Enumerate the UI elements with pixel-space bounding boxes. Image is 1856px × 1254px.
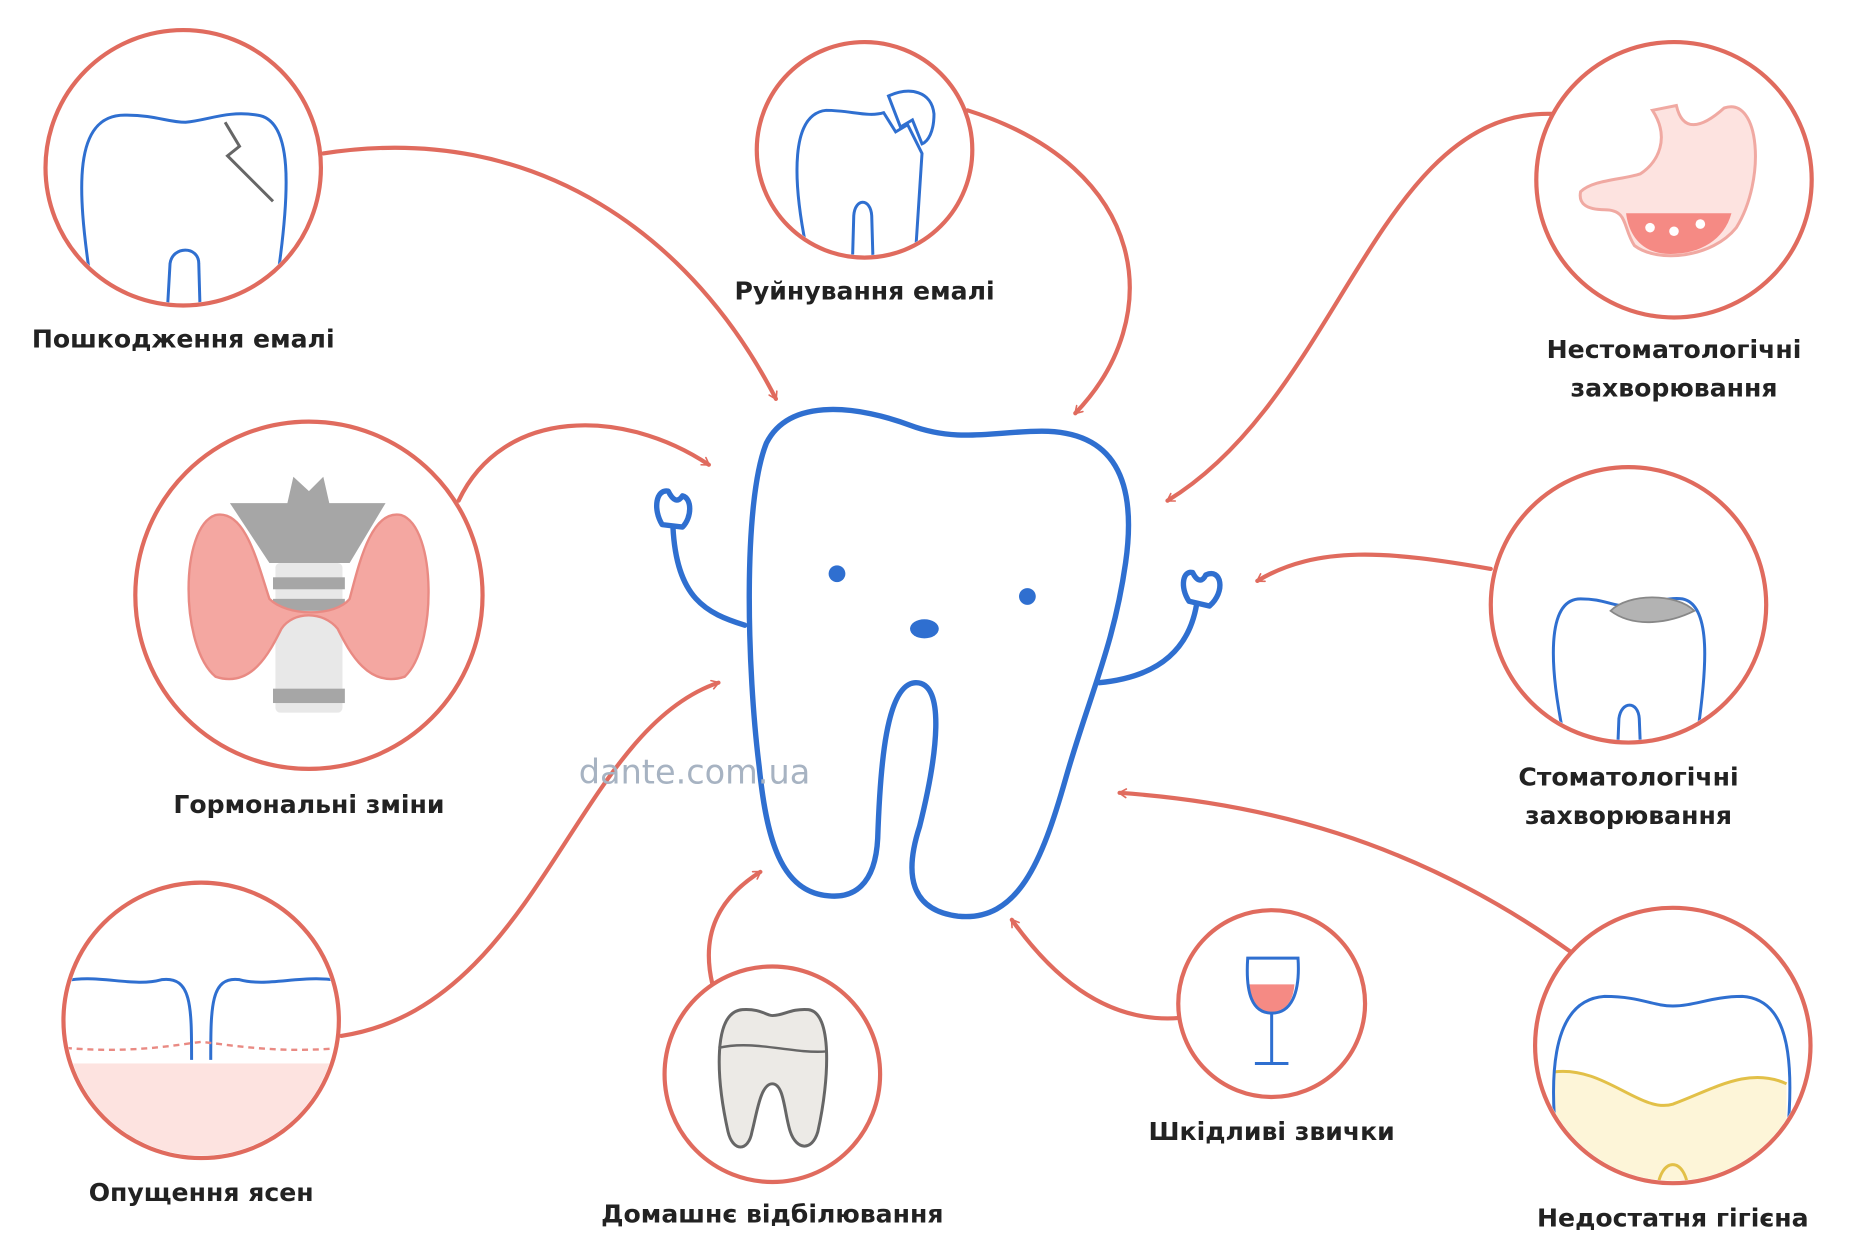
cause-hormonal-changes[interactable]: Гормональні зміни — [133, 419, 485, 820]
arrow-whitening — [706, 869, 763, 987]
label-enamel-damage: Пошкодження емалі — [32, 324, 335, 353]
arrow-enamel-damage — [321, 145, 779, 401]
label-dental-1: Стоматологічні — [1518, 763, 1738, 792]
thyroid-icon — [187, 476, 430, 713]
arrow-non-dental — [1165, 111, 1556, 503]
whitened-tooth-icon — [717, 1007, 829, 1149]
cause-poor-hygiene[interactable]: Недостатня гігієна — [1532, 905, 1813, 1233]
label-whitening: Домашнє відбілювання — [601, 1200, 943, 1229]
arrows — [321, 108, 1574, 1039]
label-gums: Опущення ясен — [89, 1178, 314, 1207]
tooth-eye-left — [828, 565, 846, 583]
label-non-dental-2: захворювання — [1570, 373, 1777, 402]
broken-tooth-icon — [795, 89, 936, 256]
label-non-dental-1: Нестоматологічні — [1547, 335, 1802, 364]
cause-enamel-damage[interactable]: Пошкодження емалі — [32, 27, 335, 353]
arrow-dental — [1255, 552, 1493, 583]
arrow-enamel-destruction — [965, 108, 1132, 416]
cause-dental-diseases[interactable]: Стоматологічні захворювання — [1488, 465, 1769, 830]
tooth-mouth — [910, 619, 939, 639]
arrow-gums — [339, 679, 721, 1039]
label-dental-2: захворювання — [1525, 801, 1732, 830]
plaque-tooth-icon — [1552, 994, 1792, 1181]
cause-home-whitening[interactable]: Домашнє відбілювання — [601, 964, 943, 1229]
wine-glass-icon — [1245, 956, 1300, 1065]
label-habits: Шкідливі звички — [1149, 1117, 1395, 1146]
label-hygiene: Недостатня гігієна — [1537, 1203, 1809, 1232]
filled-tooth-icon — [1551, 596, 1707, 741]
cause-gum-recession[interactable]: Опущення ясен — [60, 880, 347, 1208]
watermark: dante.com.ua — [579, 752, 810, 791]
cracked-tooth-icon — [80, 112, 288, 304]
stomach-icon — [1578, 103, 1757, 258]
label-enamel-destruction: Руйнування емалі — [734, 277, 994, 306]
arrow-habits — [1009, 917, 1182, 1021]
cause-bad-habits[interactable]: Шкідливі звички — [1149, 908, 1395, 1146]
cause-enamel-destruction[interactable]: Руйнування емалі — [734, 39, 995, 306]
tooth-eye-right — [1019, 588, 1036, 605]
central-tooth-character — [654, 406, 1223, 920]
cause-non-dental-diseases[interactable]: Нестоматологічні захворювання — [1534, 39, 1814, 402]
label-hormonal: Гормональні зміни — [173, 790, 444, 819]
arrow-hygiene — [1117, 788, 1574, 955]
arrow-hormonal — [456, 423, 711, 503]
